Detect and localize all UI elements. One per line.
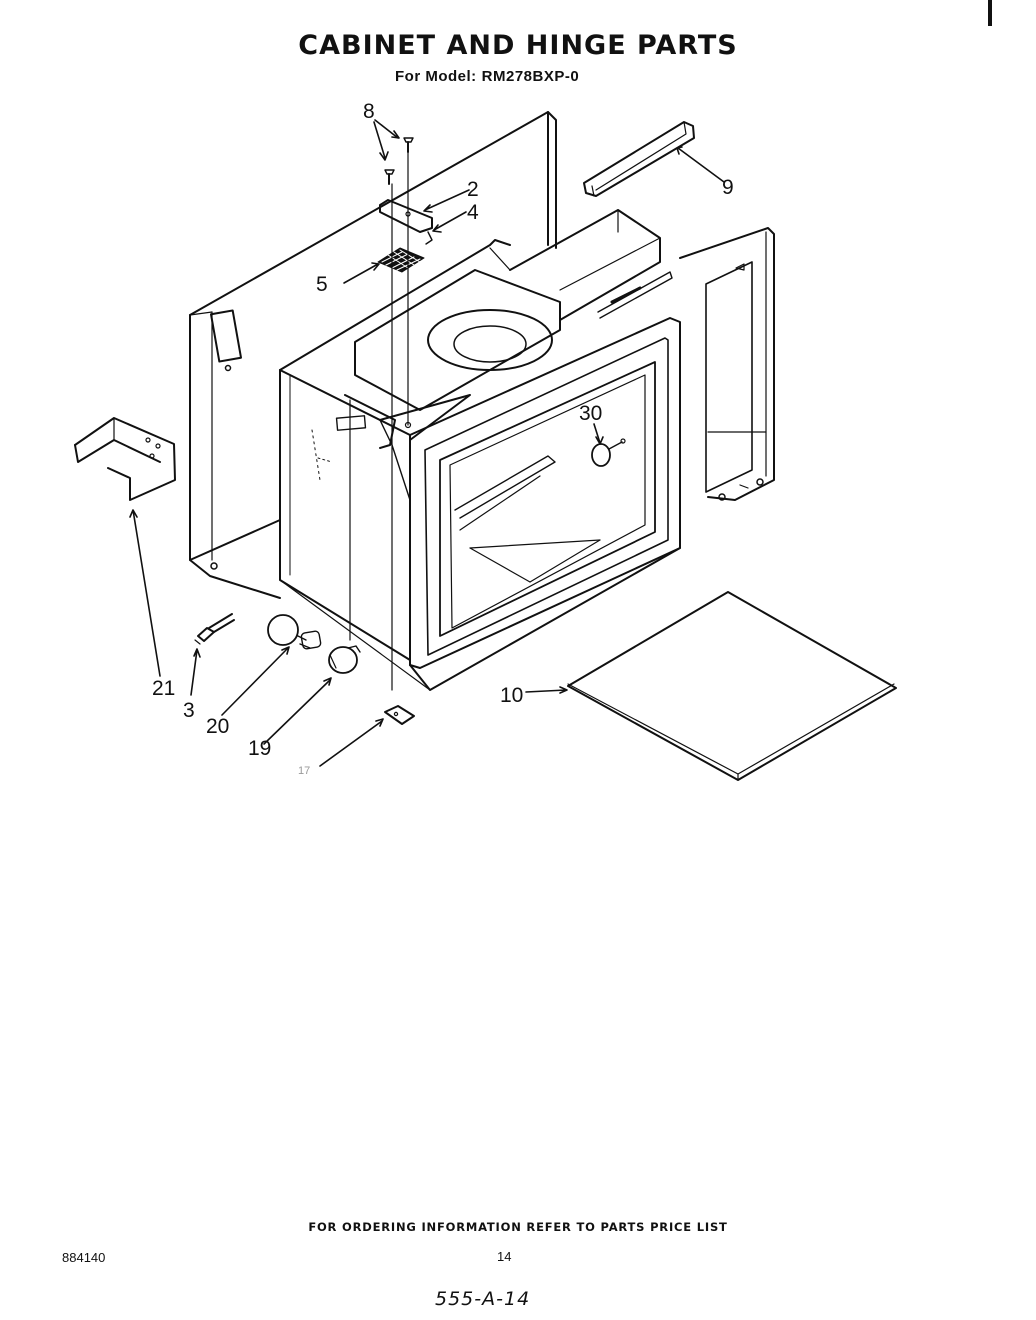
callout-17: 17 [298, 765, 310, 777]
page-number: 14 [497, 1249, 512, 1264]
part-17-lower-hinge [384, 705, 415, 725]
oven-cavity [279, 239, 681, 691]
callout-30: 30 [579, 402, 602, 425]
page-edge-mark [988, 0, 992, 26]
ordering-note: FOR ORDERING INFORMATION REFER TO PARTS … [308, 1220, 728, 1234]
handwritten-note: 555-A-14 [435, 1288, 531, 1310]
part-10-plate [567, 591, 897, 781]
callout-20: 20 [206, 715, 229, 738]
callout-10: 10 [500, 684, 523, 707]
document-number: 884140 [62, 1250, 106, 1265]
leader-lines [129, 119, 725, 767]
page-title: CABINET AND HINGE PARTS [298, 30, 738, 61]
part-3-stud [194, 613, 235, 645]
lamp-assembly [267, 614, 361, 674]
callout-3: 3 [183, 699, 195, 722]
callout-19: 19 [248, 737, 271, 760]
part-30-knob [591, 438, 626, 467]
callout-4: 4 [467, 201, 479, 224]
callout-5: 5 [316, 273, 328, 296]
top-housing [344, 209, 673, 449]
air-duct [317, 394, 471, 501]
part-9-bar [583, 121, 695, 197]
callout-21: 21 [152, 677, 175, 700]
model-number: RM278BXP-0 [481, 68, 580, 85]
model-line: For Model:RM278BXP-0 [395, 68, 579, 85]
part-21-bracket [74, 417, 176, 501]
upper-hinge-assembly [349, 137, 433, 691]
callout-labels: 8 2 4 9 5 30 21 3 20 19 17 10 [152, 100, 734, 777]
callout-2: 2 [467, 178, 479, 201]
cabinet-wrapper [189, 111, 775, 599]
callout-9: 9 [722, 176, 734, 199]
model-label: For Model: [395, 68, 477, 85]
callout-8: 8 [363, 100, 375, 123]
